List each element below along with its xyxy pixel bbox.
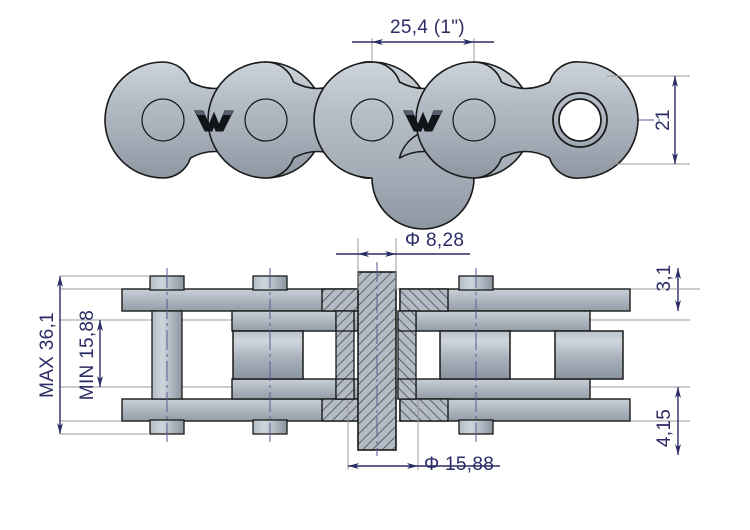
inner-plate-bottom-left [231, 378, 378, 400]
dimension-pitch-label: 25,4 (1") [390, 17, 465, 38]
dimension-plate-thickness-top-label: 3,1 [654, 264, 675, 291]
pin-hole-4 [452, 98, 496, 142]
dimension-plate-height [607, 75, 690, 165]
dimension-pin-diameter-label: Φ 8,28 [405, 230, 464, 251]
side-view-pin-holes [141, 98, 496, 142]
section-cut-inner-plate-top-left [335, 310, 355, 332]
pin-hole-3 [350, 98, 394, 142]
dimension-pin-protrusion-label: 4,15 [654, 409, 675, 447]
pin-hole-2 [244, 98, 288, 142]
pin-hole-1 [141, 98, 185, 142]
brand-logo-1 [194, 110, 234, 132]
inner-plate-top-left [231, 310, 378, 332]
side-view: 25,4 (1") 21 [104, 17, 690, 230]
chain-link-inner-2 [415, 61, 639, 179]
dimension-roller-diameter-label: Φ 15,88 [424, 454, 494, 475]
brand-logo-2 [403, 110, 443, 132]
dimension-inner-width-min-label: MIN 15,88 [77, 310, 98, 400]
inner-plate-top-right [399, 310, 591, 332]
section-cut-inner-plate-bottom-right [397, 378, 417, 400]
dimension-overall-width-max [57, 275, 150, 435]
section-cut-inner-plate-bottom-left [335, 378, 355, 400]
dimension-roller-diameter [347, 400, 500, 470]
dimension-plate-height-label: 21 [653, 109, 674, 131]
dimension-pin-diameter [336, 238, 470, 290]
section-cut-outer-plate-bottom-right [399, 398, 449, 422]
roller-3 [554, 330, 624, 380]
roller-2 [439, 330, 511, 380]
end-bushing [552, 92, 608, 148]
section-view: Φ 8,28 Φ 15,88 MAX 36,1 MIN 15,88 [37, 230, 700, 475]
section-cut-outer-plate-top-right [399, 288, 449, 312]
section-cut-inner-plate-top-right [397, 310, 417, 332]
inner-plate-bottom-right [399, 378, 591, 400]
roller-1 [232, 330, 304, 380]
dimension-plate-thickness-top [675, 268, 700, 311]
dimension-overall-width-max-label: MAX 36,1 [37, 312, 58, 398]
section-view-centerlines [166, 262, 477, 456]
